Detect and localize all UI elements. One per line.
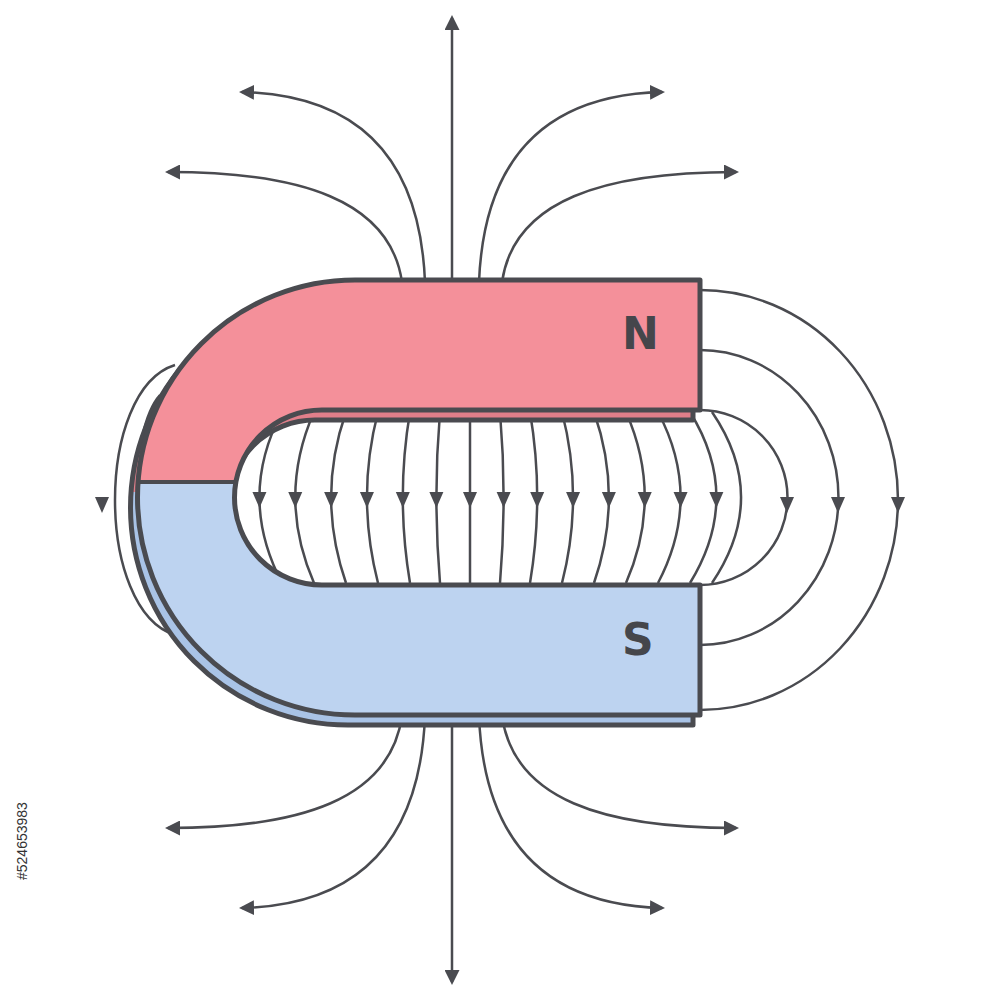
arrow-head bbox=[831, 497, 845, 513]
arrow-head bbox=[288, 492, 302, 508]
arrow-head bbox=[497, 492, 511, 508]
field-line bbox=[700, 410, 788, 585]
arrow-head bbox=[324, 492, 338, 508]
arrow-head bbox=[396, 492, 410, 508]
field-line bbox=[451, 18, 454, 282]
field-line bbox=[242, 716, 425, 908]
arrow-head bbox=[674, 492, 688, 508]
arrow-head bbox=[891, 497, 905, 513]
arrow-head bbox=[602, 492, 616, 508]
horseshoe-magnet bbox=[131, 280, 701, 725]
watermark: #524653983 bbox=[14, 802, 30, 880]
field-line bbox=[451, 716, 454, 982]
field-line bbox=[479, 716, 662, 908]
field-line bbox=[479, 92, 662, 282]
arrow-head bbox=[429, 492, 443, 508]
arrow-head bbox=[95, 497, 109, 513]
field-line bbox=[168, 172, 402, 282]
field-line bbox=[700, 290, 898, 710]
field-line bbox=[502, 716, 736, 828]
arrow-head bbox=[566, 492, 580, 508]
north-arm bbox=[138, 280, 701, 482]
arrow-head bbox=[463, 492, 477, 508]
field-line bbox=[502, 172, 736, 282]
arrow-head bbox=[530, 492, 544, 508]
arrow-head bbox=[709, 492, 723, 508]
field-lines bbox=[115, 18, 898, 982]
arrow-head bbox=[638, 492, 652, 508]
field-line bbox=[168, 716, 402, 828]
south-arm bbox=[138, 482, 701, 715]
pole-label: N bbox=[622, 312, 659, 356]
pole-label: S bbox=[622, 618, 654, 662]
field-line bbox=[700, 350, 838, 645]
arrow-head bbox=[360, 492, 374, 508]
field-line bbox=[242, 92, 425, 282]
arrow-head bbox=[780, 497, 794, 513]
arrow-head bbox=[252, 492, 266, 508]
